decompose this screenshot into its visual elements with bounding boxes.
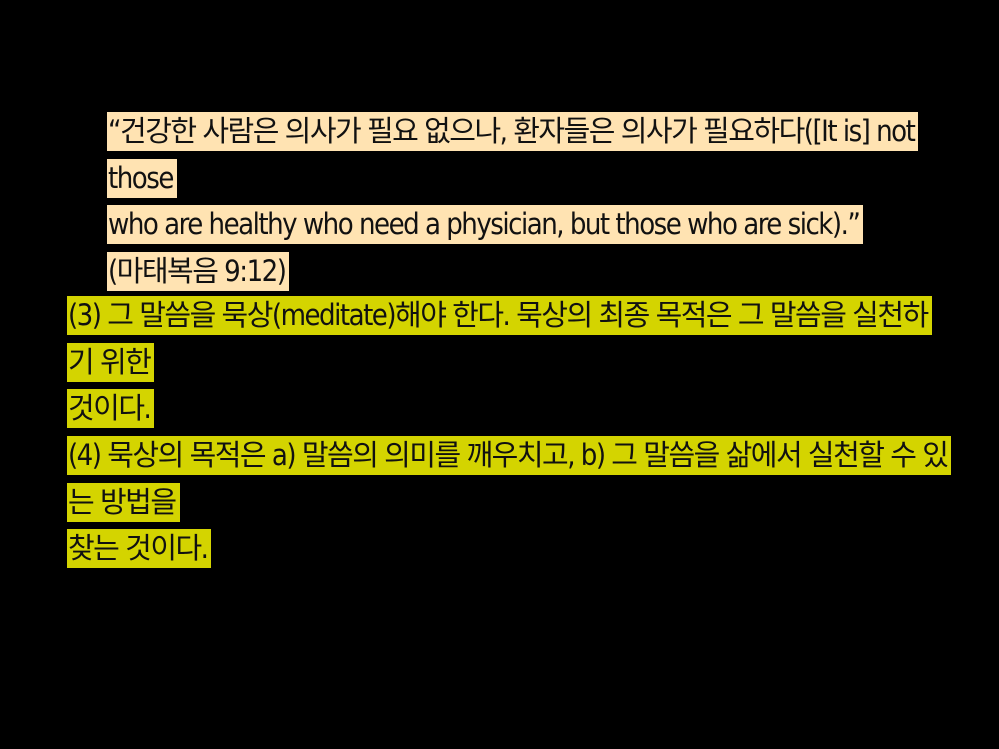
quote-line-2: who are healthy who need a physician, bu…	[107, 205, 864, 244]
point-3: (3) 그 말씀을 묵상(meditate)해야 한다. 묵상의 최종 목적은 …	[67, 292, 947, 432]
quote-line-1: “건강한 사람은 의사가 필요 없으나, 환자들은 의사가 필요하다([It i…	[107, 112, 919, 198]
point-4: (4) 묵상의 목적은 a) 말씀의 의미를 깨우치고, b) 그 말씀을 삶에…	[67, 432, 967, 572]
point-4-line-2: 찾는 것이다.	[67, 529, 212, 568]
point-4-line-1: (4) 묵상의 목적은 a) 말씀의 의미를 깨우치고, b) 그 말씀을 삶에…	[67, 436, 952, 522]
point-3-line-1: (3) 그 말씀을 묵상(meditate)해야 한다. 묵상의 최종 목적은 …	[67, 296, 932, 382]
bible-quote: “건강한 사람은 의사가 필요 없으나, 환자들은 의사가 필요하다([It i…	[107, 108, 947, 294]
quote-reference: (마태복음 9:12)	[107, 251, 290, 291]
point-3-line-2: 것이다.	[67, 389, 155, 428]
